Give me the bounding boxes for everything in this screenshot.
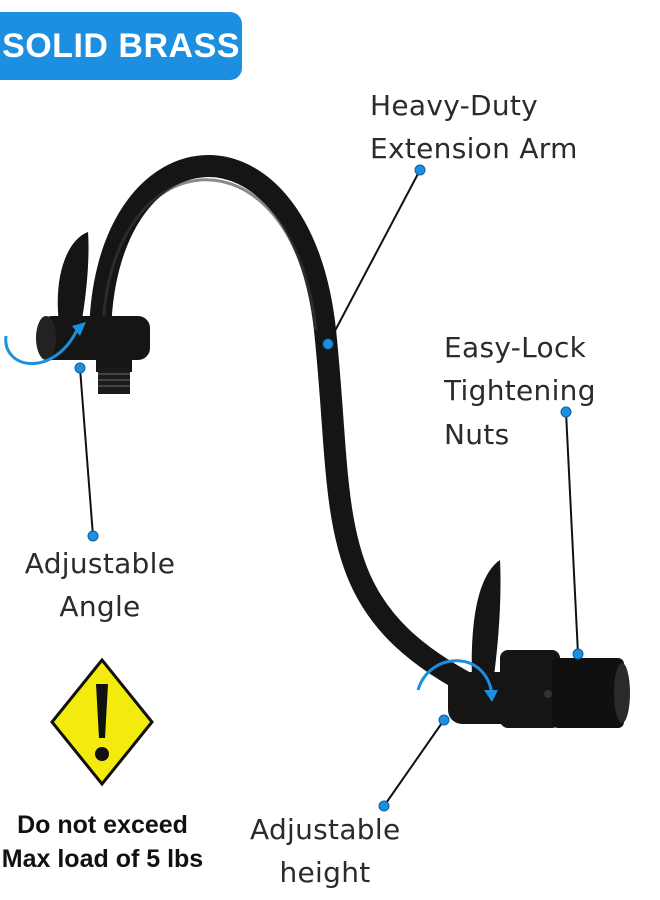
solid-brass-badge: SOLID BRASS <box>0 12 242 80</box>
callout-adjustable-angle-line2: Angle <box>59 590 141 624</box>
warning-line2: Max load of 5 lbs <box>1 845 204 873</box>
warning-line1: Do not exceed <box>17 811 188 839</box>
rotation-arrow-right <box>416 659 494 697</box>
rotation-arrow-left <box>4 327 80 365</box>
left-mount-joint <box>36 232 150 394</box>
callout-adjustable-angle: Adjustable Angle <box>20 542 180 629</box>
leader-extension-arm <box>327 169 421 345</box>
callout-tightening-nuts-line2: Tightening Nuts <box>444 374 596 451</box>
warning-exclamation-icon <box>50 657 154 787</box>
right-mount-joint <box>448 560 630 728</box>
callout-adjustable-angle-line1: Adjustable <box>24 547 176 580</box>
warning-text: Do not exceed Max load of 5 lbs <box>0 808 205 876</box>
extension-arm <box>89 155 491 701</box>
leader-tightening-nuts <box>565 411 579 655</box>
leader-adjustable-height <box>383 719 445 807</box>
callout-extension-arm: Heavy-Duty Extension Arm <box>370 84 578 171</box>
callout-adjustable-height-line2: height <box>279 856 371 890</box>
leader-adjustable-angle <box>79 367 94 537</box>
callout-tightening-nuts: Easy-Lock Tightening Nuts <box>444 326 660 456</box>
callout-tightening-nuts-line1: Easy-Lock <box>444 331 587 364</box>
callout-extension-arm-line2: Extension Arm <box>370 132 578 166</box>
callout-adjustable-height: Adjustable height <box>250 808 400 895</box>
callout-extension-arm-line1: Heavy-Duty <box>370 89 539 122</box>
callout-adjustable-height-line1: Adjustable <box>250 813 401 846</box>
